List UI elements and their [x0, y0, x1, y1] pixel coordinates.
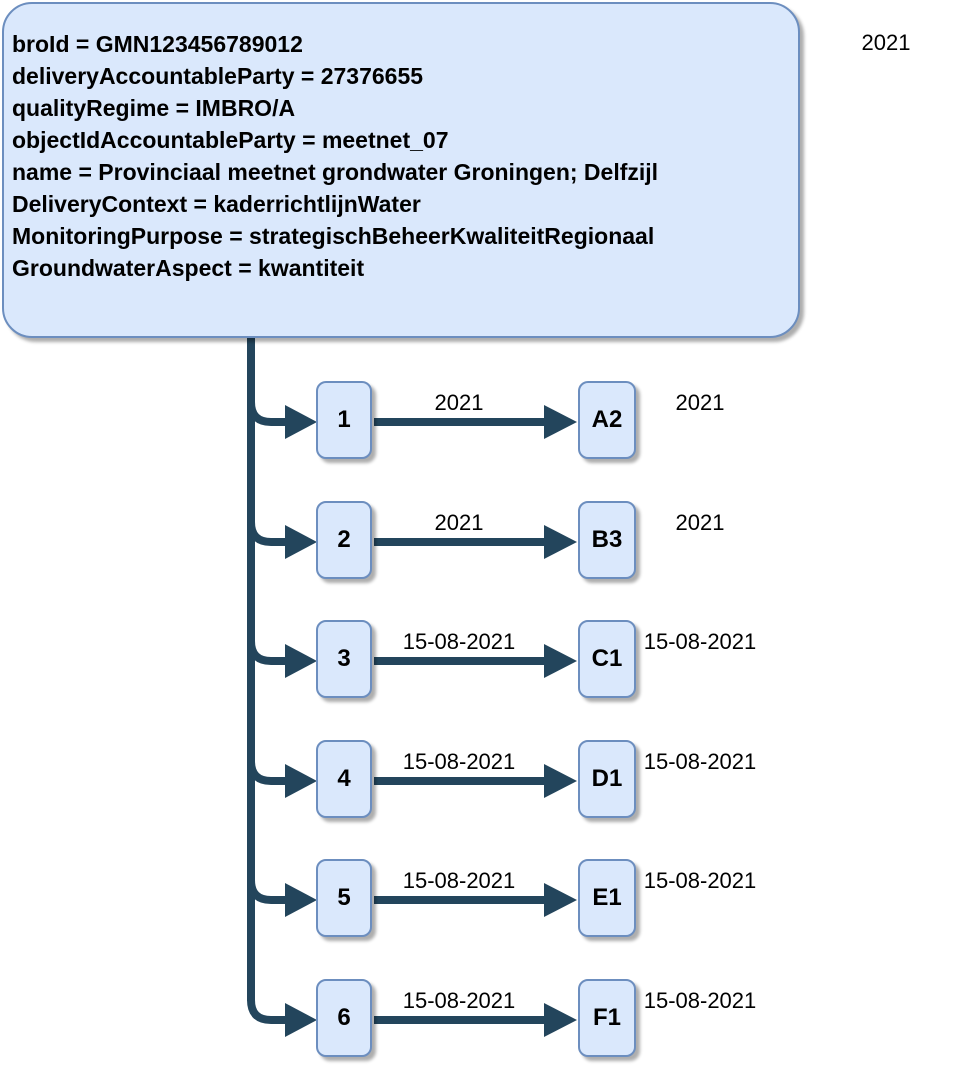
branch-arrowhead-icon	[285, 525, 317, 559]
target-node-label: E1	[592, 884, 622, 911]
target-node: E1	[578, 859, 636, 937]
branch-arrowhead-icon	[285, 405, 317, 439]
right-date-label: 15-08-2021	[643, 629, 757, 654]
info-line-delivery-context: DeliveryContext = kaderrichtlijnWater	[12, 191, 421, 217]
info-line-name: name = Provinciaal meetnet grondwater Gr…	[12, 159, 659, 185]
edge-date-label: 15-08-2021	[402, 988, 516, 1013]
target-node: B3	[578, 501, 636, 579]
right-date-label: 2021	[675, 510, 725, 535]
branch-connector	[247, 974, 285, 1024]
edge-date-label: 15-08-2021	[402, 868, 516, 893]
edge-arrowhead-icon	[544, 644, 577, 678]
source-node: 1	[316, 381, 372, 459]
source-node-label: 1	[337, 406, 351, 433]
source-node-label: 6	[337, 1004, 351, 1031]
source-node: 3	[316, 620, 372, 698]
branch-arrowhead-icon	[285, 883, 317, 917]
branch-connector	[247, 615, 285, 665]
info-line-broid: broId = GMN123456789012	[12, 31, 303, 57]
branch-connector	[247, 496, 285, 546]
right-date-label: 15-08-2021	[643, 868, 757, 893]
target-node-label: B3	[591, 526, 623, 553]
edge-arrowhead-icon	[544, 525, 577, 559]
edge-date-label: 15-08-2021	[402, 629, 516, 654]
info-line-quality-regime: qualityRegime = IMBRO/A	[12, 95, 296, 121]
right-date-label: 15-08-2021	[643, 988, 757, 1013]
target-node: F1	[578, 979, 636, 1057]
right-date-label: 15-08-2021	[643, 749, 757, 774]
target-node-label: F1	[592, 1004, 621, 1031]
target-node: D1	[578, 740, 636, 818]
info-line-groundwater-aspect: GroundwaterAspect = kwantiteit	[12, 255, 365, 281]
edge-arrowhead-icon	[544, 883, 577, 917]
edge-date-label: 2021	[434, 510, 484, 535]
branch-arrowhead-icon	[285, 644, 317, 678]
source-node-label: 3	[337, 645, 351, 672]
source-node: 5	[316, 859, 372, 937]
target-node-label: C1	[591, 645, 623, 672]
source-node: 2	[316, 501, 372, 579]
edge-date-label: 2021	[434, 390, 484, 415]
source-node-label: 2	[337, 526, 351, 553]
corner-year-label: 2021	[861, 30, 911, 55]
info-line-delivery-accountable-party: deliveryAccountableParty = 27376655	[12, 63, 424, 89]
target-node-label: D1	[591, 765, 623, 792]
info-line-object-id: objectIdAccountableParty = meetnet_07	[12, 127, 449, 153]
right-date-label: 2021	[675, 390, 725, 415]
branch-arrowhead-icon	[285, 1003, 317, 1037]
branch-connector	[247, 735, 285, 785]
edge-arrowhead-icon	[544, 1003, 577, 1037]
info-line-monitoring-purpose: MonitoringPurpose = strategischBeheerKwa…	[12, 223, 655, 249]
branch-connector	[247, 376, 285, 426]
edge-arrowhead-icon	[544, 764, 577, 798]
edge-arrowhead-icon	[544, 405, 577, 439]
branch-connector	[247, 854, 285, 904]
source-node-label: 5	[337, 884, 351, 911]
target-node-label: A2	[591, 406, 623, 433]
source-node: 6	[316, 979, 372, 1057]
source-node: 4	[316, 740, 372, 818]
branch-arrowhead-icon	[285, 764, 317, 798]
target-node: A2	[578, 381, 636, 459]
gmn-info-box: broId = GMN123456789012 deliveryAccounta…	[2, 2, 800, 338]
target-node: C1	[578, 620, 636, 698]
source-node-label: 4	[337, 765, 351, 792]
edge-date-label: 15-08-2021	[402, 749, 516, 774]
